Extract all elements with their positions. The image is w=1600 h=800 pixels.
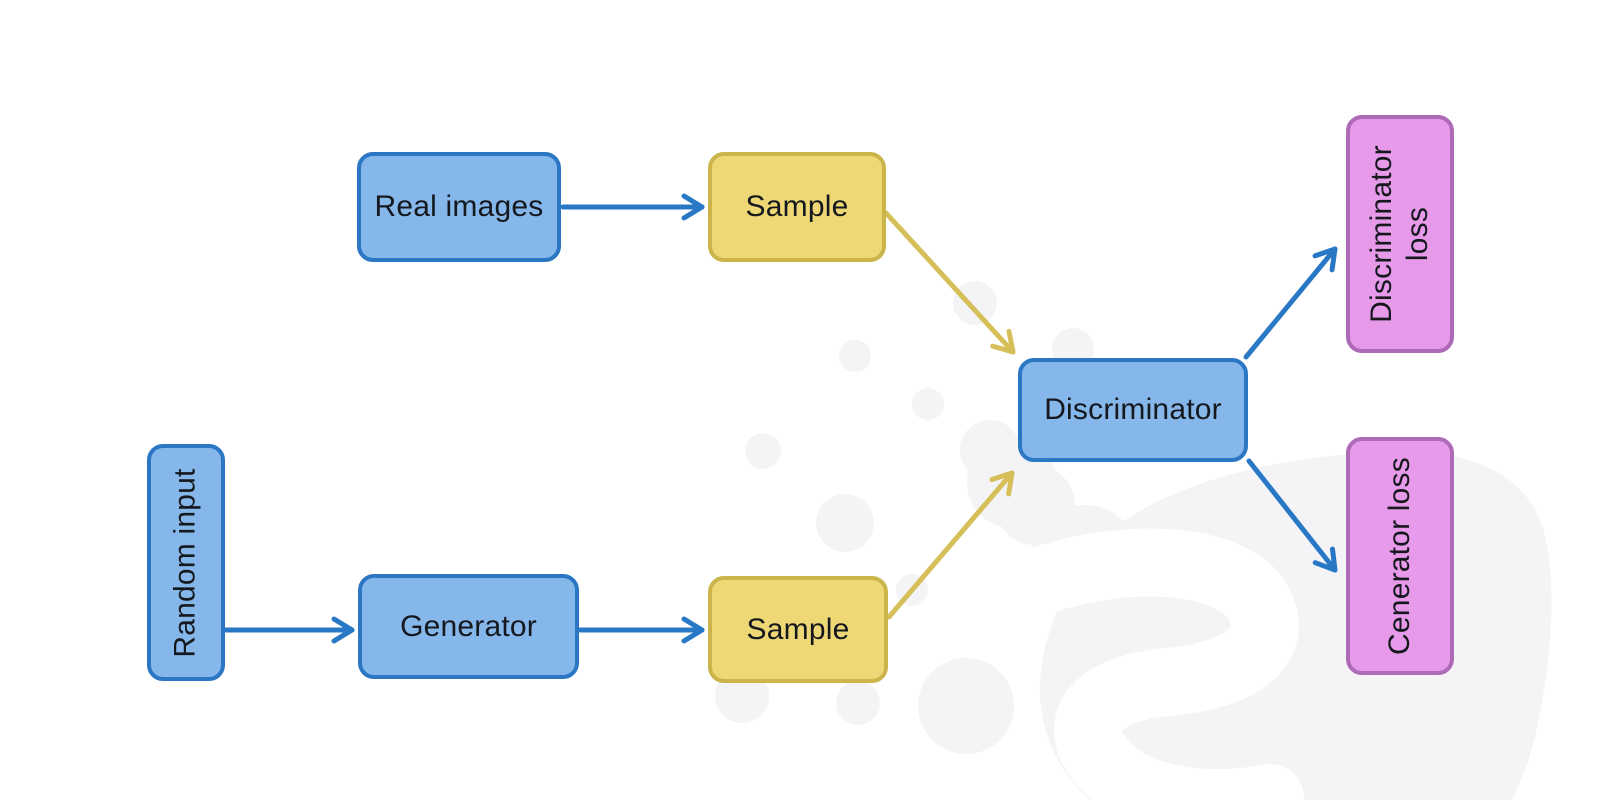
watermark-dot — [839, 340, 871, 372]
node-label: Cenerator loss — [1383, 457, 1417, 655]
node-label: Sample — [746, 612, 850, 646]
edge-sample-bottom-to-discriminator — [886, 470, 1015, 620]
edge-sample-top-to-discriminator — [883, 210, 1016, 355]
watermark-dot — [745, 433, 781, 469]
node-label: Random input — [169, 467, 202, 658]
node-label: Generator — [400, 609, 537, 643]
watermark-dot — [836, 681, 880, 725]
watermark-dot — [918, 658, 1014, 754]
node-cenerator-loss: Cenerator loss — [1346, 437, 1454, 675]
edge-discriminator-to-cenerator-loss — [1246, 458, 1338, 573]
watermark-s-curve — [994, 528, 1304, 800]
watermark-dot — [912, 388, 944, 420]
node-label: Discriminator loss — [1365, 145, 1434, 323]
node-sample-bottom: Sample — [708, 576, 888, 683]
node-real-images: Real images — [357, 152, 561, 262]
node-discriminator: Discriminator — [1018, 358, 1248, 462]
node-generator: Generator — [358, 574, 579, 679]
watermark-dot — [953, 281, 997, 325]
watermark-dot — [816, 494, 874, 552]
edge-discriminator-to-discriminator-loss — [1243, 246, 1338, 360]
node-label: Sample — [745, 190, 849, 223]
node-label: Discriminator — [1044, 393, 1222, 426]
node-label: Real images — [374, 190, 544, 223]
node-sample-top: Sample — [708, 152, 886, 262]
node-discriminator-loss: Discriminator loss — [1346, 115, 1454, 353]
node-random-input: Random input — [147, 444, 225, 681]
